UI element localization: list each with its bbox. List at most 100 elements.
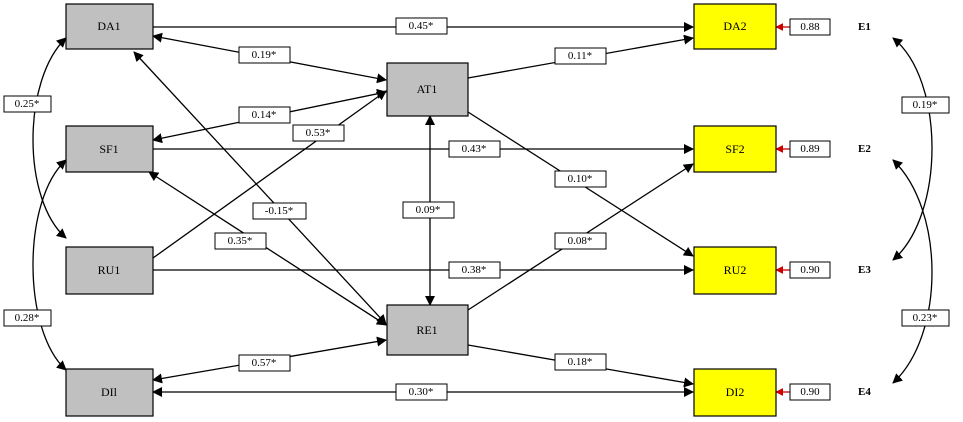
coef-e1-e3: 0.19* — [901, 96, 950, 114]
coef-sf1-at1-text: 0.14* — [252, 109, 277, 121]
coef-di1-re1-box — [238, 354, 291, 372]
node-di2-label: DI2 — [726, 385, 745, 399]
node-sf1-label: SF1 — [99, 142, 118, 156]
error-e3: 0.90 E3 — [789, 261, 871, 279]
coef-sf1-at1-box — [238, 106, 291, 124]
node-at1-box — [386, 62, 469, 117]
error-e4: 0.90 E4 — [789, 383, 871, 401]
coef-ru1-at1-box — [292, 124, 345, 142]
coef-sf1-di1-text: 0.28* — [15, 312, 40, 324]
coef-ru1-at1: 0.53* — [292, 124, 345, 142]
coef-da1-da2-box — [395, 17, 448, 35]
coef-ru1-ru2-text: 0.38* — [462, 264, 487, 276]
node-di2-box — [693, 368, 777, 417]
coef-da1-at1: 0.19* — [238, 46, 291, 64]
coef-at1-re1: 0.09* — [402, 201, 455, 219]
coef-da1-re1: -0.15* — [252, 202, 307, 220]
error-e1-name: E1 — [858, 21, 871, 33]
corr-da1-ru1 — [32, 37, 67, 239]
coef-re1-sf2-text: 0.08* — [568, 235, 593, 247]
coef-ru1-ru2-box — [448, 261, 501, 279]
error-e1: 0.88 E1 — [789, 18, 871, 36]
error-e3-name: E3 — [858, 264, 871, 276]
coef-da1-re1-box — [252, 202, 307, 220]
node-sf1: SF1 — [65, 125, 154, 173]
coef-da1-da2: 0.45* — [395, 17, 448, 35]
coef-sf1-sf2-text: 0.43* — [462, 143, 487, 155]
coef-da1-at1-text: 0.19* — [252, 49, 277, 61]
coef-da1-da2-text: 0.45* — [409, 20, 434, 32]
coef-di1-re1: 0.57* — [238, 354, 291, 372]
coef-sf1-re1-text: 0.35* — [228, 235, 253, 247]
coef-ru1-at1-text: 0.53* — [306, 127, 331, 139]
coef-di1-di2-text: 0.30* — [409, 386, 434, 398]
node-sf2: SF2 — [693, 125, 777, 173]
coef-re1-sf2: 0.08* — [554, 232, 607, 250]
error-e4-value-box — [789, 383, 831, 401]
coef-sf1-re1-box — [214, 232, 267, 250]
coef-da1-ru1: 0.25* — [3, 95, 52, 113]
coef-di1-di2: 0.30* — [395, 383, 448, 401]
node-ru1-label: RU1 — [98, 263, 121, 277]
node-at1: AT1 — [386, 62, 469, 117]
node-da1: DA1 — [65, 3, 154, 50]
coef-da1-ru1-text: 0.25* — [15, 98, 40, 110]
corr-e1-e3 — [892, 37, 933, 261]
node-di1-box — [65, 368, 154, 417]
coef-da1-at1-box — [238, 46, 291, 64]
node-sf1-box — [65, 125, 154, 173]
coef-e1-e3-box — [901, 96, 950, 114]
path-da1-re1 — [133, 51, 387, 325]
coef-e2-e4-box — [901, 309, 950, 327]
node-ru1: RU1 — [65, 246, 154, 295]
node-re1-label: RE1 — [416, 323, 437, 337]
coef-sf1-di1: 0.28* — [3, 309, 52, 327]
node-re1: RE1 — [386, 304, 469, 356]
coef-at1-da2-box — [554, 47, 607, 65]
corr-e2-e4 — [892, 159, 933, 384]
coef-sf1-re1: 0.35* — [214, 232, 267, 250]
node-da2: DA2 — [693, 3, 777, 50]
error-e2: 0.89 E2 — [789, 140, 871, 158]
error-e1-value: 0.88 — [800, 21, 820, 33]
coef-da1-ru1-box — [3, 95, 52, 113]
coef-re1-di2-box — [554, 353, 607, 371]
node-da2-label: DA2 — [723, 19, 746, 33]
coef-at1-re1-box — [402, 201, 455, 219]
node-ru2-label: RU2 — [724, 263, 747, 277]
node-di1: DIl — [65, 368, 154, 417]
coef-re1-di2-text: 0.18* — [568, 356, 593, 368]
error-e4-name: E4 — [858, 386, 871, 398]
coef-e2-e4: 0.23* — [901, 309, 950, 327]
coef-at1-da2: 0.11* — [554, 47, 607, 65]
coef-di1-re1-text: 0.57* — [252, 357, 277, 369]
node-di1-label: DIl — [101, 385, 118, 399]
error-e2-value-box — [789, 140, 831, 158]
node-ru2: RU2 — [693, 246, 777, 295]
coef-sf1-at1: 0.14* — [238, 106, 291, 124]
coef-re1-di2: 0.18* — [554, 353, 607, 371]
coef-da1-re1-text: -0.15* — [265, 205, 293, 217]
node-di2: DI2 — [693, 368, 777, 417]
coef-e1-e3-text: 0.19* — [913, 99, 938, 111]
node-ru2-box — [693, 246, 777, 295]
node-sf2-box — [693, 125, 777, 173]
coef-at1-re1-text: 0.09* — [416, 204, 441, 216]
node-da1-label: DA1 — [97, 19, 120, 33]
coef-at1-ru2-box — [554, 170, 607, 188]
node-re1-box — [386, 304, 469, 356]
error-e4-value: 0.90 — [800, 386, 820, 398]
node-da1-box — [65, 3, 154, 50]
error-e2-value: 0.89 — [800, 143, 820, 155]
coef-sf1-di1-box — [3, 309, 52, 327]
corr-sf1-di1 — [32, 159, 67, 371]
coef-at1-ru2: 0.10* — [554, 170, 607, 188]
node-sf2-label: SF2 — [725, 142, 744, 156]
error-e2-name: E2 — [858, 143, 871, 155]
path-sf1-re1 — [148, 171, 387, 326]
coef-sf1-sf2: 0.43* — [448, 140, 501, 158]
node-da2-box — [693, 3, 777, 50]
coef-at1-da2-text: 0.11* — [568, 50, 592, 62]
coef-di1-di2-box — [395, 383, 448, 401]
